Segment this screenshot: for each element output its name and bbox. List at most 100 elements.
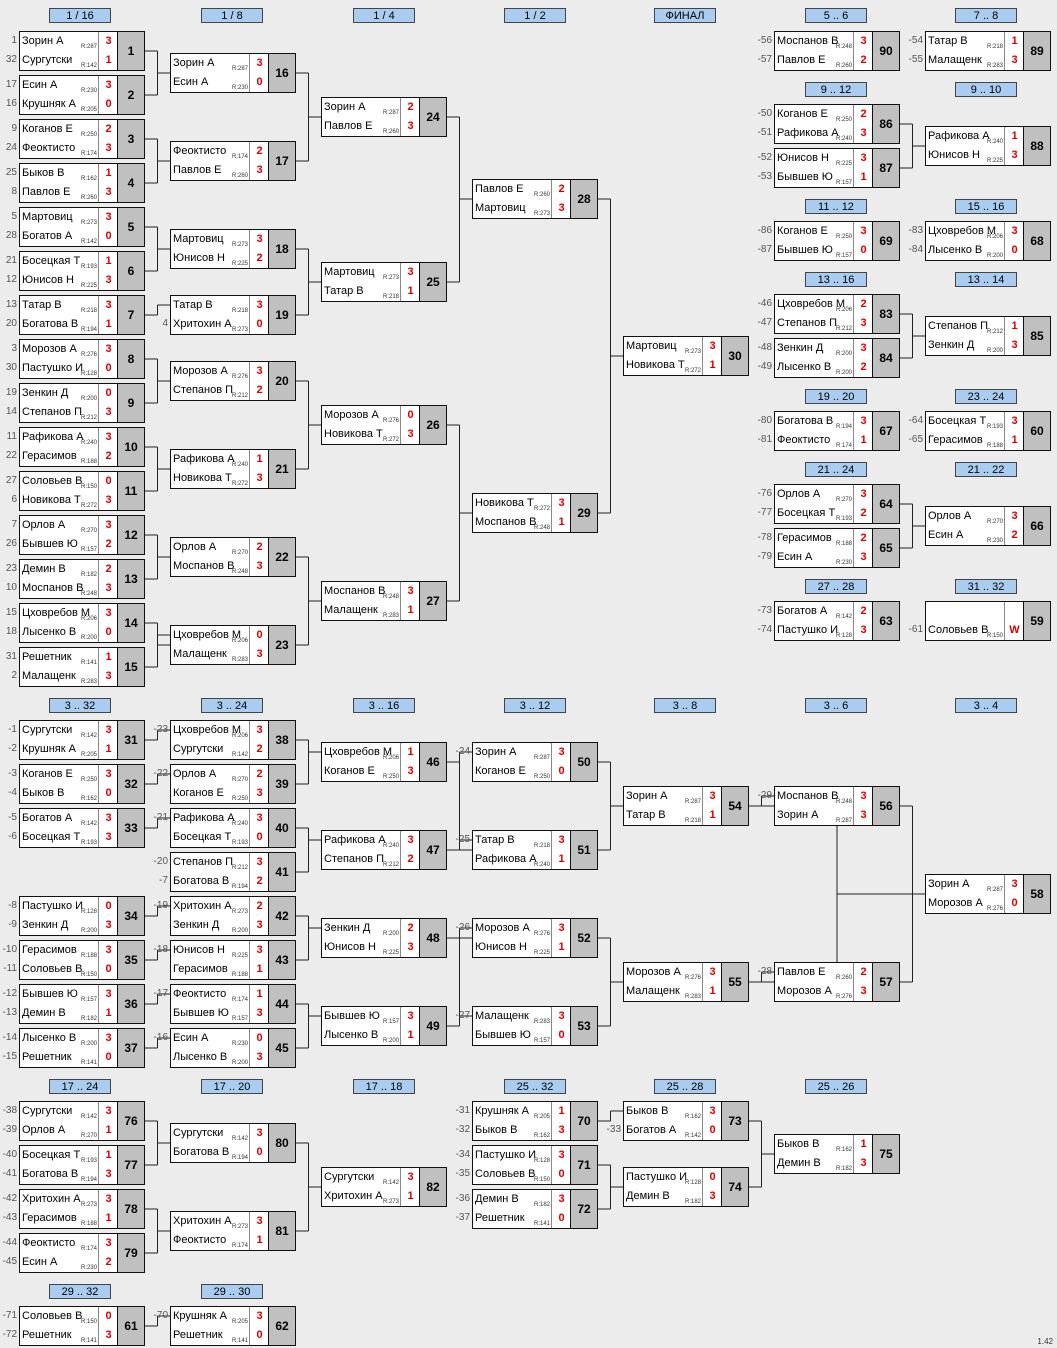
player-row[interactable]: Павлов ЕR:2602 (775, 51, 873, 70)
match-13[interactable]: Демин ВR:1822Моспанов ВR:248313 (19, 559, 145, 599)
player-row[interactable]: Бывшев ЮR:1571 (775, 168, 873, 187)
player-row[interactable]: Новикова ТR:2721 (624, 356, 722, 375)
player-row[interactable]: Богатов АR:1420 (20, 227, 118, 246)
match-70[interactable]: Крушняк АR:2051Быков ВR:162370 (472, 1101, 598, 1141)
match-42[interactable]: Хритохин АR:2732Зенкин ДR:200342 (170, 896, 296, 936)
player-row[interactable]: СургутскиR:1422 (171, 740, 269, 759)
match-4[interactable]: Быков ВR:1621Павлов ЕR:26034 (19, 163, 145, 203)
player-row[interactable]: Зорин АR:2873 (171, 54, 269, 74)
player-row[interactable]: Быков ВR:1623 (624, 1102, 722, 1122)
player-row[interactable]: Юнисов НR:2251 (473, 938, 571, 957)
player-row[interactable]: Лысенко ВR:2003 (20, 1029, 118, 1049)
player-row[interactable]: Моспанов ВR:2481 (473, 513, 571, 532)
match-38[interactable]: Цховребов МR:2063СургутскиR:142238 (170, 720, 296, 760)
player-row[interactable]: Богатова ВR:1943 (20, 1165, 118, 1184)
match-15[interactable]: РешетникR:1411МалащенкR:283315 (19, 647, 145, 687)
match-63[interactable]: Богатов АR:1422Пастушко ИR:128363 (774, 601, 900, 641)
match-68[interactable]: Цховребов МR:2063Лысенко ВR:200068 (925, 221, 1051, 261)
match-75[interactable]: Быков ВR:1621Демин ВR:182375 (774, 1134, 900, 1174)
player-row[interactable]: Демин ВR:1823 (775, 1154, 873, 1173)
match-77[interactable]: Босецкая ТR:1931Богатова ВR:194377 (19, 1145, 145, 1185)
match-17[interactable]: ФеоктистоR:1742Павлов ЕR:260317 (170, 141, 296, 181)
player-row[interactable]: Зенкин ДR:2003 (775, 339, 873, 359)
player-row[interactable]: МалащенкR:2833 (926, 51, 1024, 70)
player-row[interactable]: Коганов ЕR:2503 (171, 784, 269, 803)
player-row[interactable]: Лысенко ВR:2001 (322, 1026, 420, 1045)
player-row[interactable]: Босецкая ТR:1932 (775, 504, 873, 523)
match-80[interactable]: СургутскиR:1423Богатова ВR:194080 (170, 1123, 296, 1163)
player-row[interactable]: Соловьев ВR:1500 (20, 1307, 118, 1327)
player-row[interactable]: Коганов ЕR:2502 (20, 120, 118, 140)
player-row[interactable]: Юнисов НR:2253 (926, 146, 1024, 165)
player-row[interactable]: Павлов ЕR:2603 (20, 183, 118, 202)
player-row[interactable]: ГерасимовR:1881 (926, 431, 1024, 450)
player-row[interactable]: Моспанов ВR:2483 (322, 582, 420, 602)
match-61[interactable]: Соловьев ВR:1500РешетникR:141361 (19, 1306, 145, 1346)
player-row[interactable]: Пастушко ИR:1280 (20, 359, 118, 378)
match-12[interactable]: Орлов АR:2703Бывшев ЮR:157212 (19, 515, 145, 555)
player-row[interactable]: МартовицR:2733 (171, 230, 269, 250)
player-row[interactable]: СургутскиR:1423 (171, 1124, 269, 1144)
player-row[interactable]: Демин ВR:1822 (20, 560, 118, 580)
player-row[interactable]: Бывшев ЮR:1573 (171, 1004, 269, 1023)
match-27[interactable]: Моспанов ВR:2483МалащенкR:283127 (321, 581, 447, 621)
player-row[interactable]: Новикова ТR:2723 (171, 469, 269, 488)
player-row[interactable]: Хритохин АR:2732 (171, 897, 269, 917)
player-row[interactable]: Соловьев ВR:150W (926, 621, 1024, 640)
match-14[interactable]: Цховребов МR:2063Лысенко ВR:200014 (19, 603, 145, 643)
player-row[interactable]: Татар ВR:2183 (20, 296, 118, 316)
player-row[interactable]: Хритохин АR:2733 (171, 1212, 269, 1232)
player-row[interactable]: Морозов АR:2760 (926, 894, 1024, 913)
player-row[interactable]: Степанов ПR:2123 (775, 314, 873, 333)
player-row[interactable]: Есин АR:2300 (171, 73, 269, 92)
player-row[interactable]: Коганов ЕR:2503 (20, 765, 118, 785)
player-row[interactable]: ФеоктистоR:1742 (171, 142, 269, 162)
match-43[interactable]: Юнисов НR:2253ГерасимовR:188143 (170, 940, 296, 980)
match-51[interactable]: Татар ВR:2183Рафикова АR:240151 (472, 830, 598, 870)
player-row[interactable]: Татар ВR:2181 (322, 282, 420, 301)
player-row[interactable]: МалащенкR:2833 (171, 645, 269, 664)
player-row[interactable]: СургутскиR:1423 (20, 1102, 118, 1122)
player-row[interactable]: Коганов ЕR:2502 (775, 105, 873, 125)
player-row[interactable]: Лысенко ВR:2000 (20, 623, 118, 642)
match-2[interactable]: Есин АR:2303Крушняк АR:20502 (19, 75, 145, 115)
match-8[interactable]: Морозов АR:2763Пастушко ИR:12808 (19, 339, 145, 379)
player-row[interactable]: ФеоктистоR:1741 (171, 1231, 269, 1250)
player-row[interactable]: Татар ВR:2181 (926, 32, 1024, 52)
player-row[interactable]: Новикова ТR:2723 (473, 494, 571, 514)
player-row[interactable]: МартовицR:2733 (473, 199, 571, 218)
match-46[interactable]: Цховребов МR:2061Коганов ЕR:250346 (321, 742, 447, 782)
player-row[interactable]: Павлов ЕR:2602 (775, 963, 873, 983)
player-row[interactable]: Цховребов МR:2061 (322, 743, 420, 763)
player-row[interactable]: Зорин АR:2873 (775, 806, 873, 825)
player-row[interactable]: Орлов АR:2701 (20, 1121, 118, 1140)
match-7[interactable]: Татар ВR:2183Богатова ВR:19417 (19, 295, 145, 335)
player-row[interactable]: Юнисов НR:2253 (322, 938, 420, 957)
player-row[interactable]: Моспанов ВR:2483 (775, 787, 873, 807)
match-36[interactable]: Бывшев ЮR:1573Демин ВR:182136 (19, 984, 145, 1024)
player-row[interactable]: Босецкая ТR:1930 (171, 828, 269, 847)
match-89[interactable]: Татар ВR:2181МалащенкR:283389 (925, 31, 1051, 71)
match-67[interactable]: Богатова ВR:1943ФеоктистоR:174167 (774, 411, 900, 451)
player-row[interactable]: Бывшев ЮR:1570 (473, 1026, 571, 1045)
player-row[interactable]: Богатов АR:1420 (624, 1121, 722, 1140)
player-row[interactable]: ГерасимовR:1883 (20, 941, 118, 961)
player-row[interactable]: Степанов ПR:2123 (20, 403, 118, 422)
player-row[interactable]: Орлов АR:2702 (171, 765, 269, 785)
player-row[interactable]: Быков ВR:1621 (775, 1135, 873, 1155)
player-row[interactable]: ФеоктистоR:1743 (20, 139, 118, 158)
match-19[interactable]: Татар ВR:2183Хритохин АR:273019 (170, 295, 296, 335)
player-row[interactable]: Цховребов МR:2063 (171, 721, 269, 741)
player-row[interactable]: Юнисов НR:2253 (775, 149, 873, 169)
player-row[interactable]: МартовицR:2733 (322, 263, 420, 283)
player-row[interactable]: Богатов АR:1423 (20, 809, 118, 829)
player-row[interactable]: ГерасимовR:1882 (20, 447, 118, 466)
match-62[interactable]: Крушняк АR:2053РешетникR:141062 (170, 1306, 296, 1346)
match-37[interactable]: Лысенко ВR:2003РешетникR:141037 (19, 1028, 145, 1068)
player-row[interactable]: Босецкая ТR:1931 (20, 1146, 118, 1166)
match-32[interactable]: Коганов ЕR:2503Быков ВR:162032 (19, 764, 145, 804)
match-34[interactable]: Пастушко ИR:1280Зенкин ДR:200334 (19, 896, 145, 936)
player-row[interactable]: Лысенко ВR:2000 (926, 241, 1024, 260)
player-row[interactable]: Демин ВR:1821 (20, 1004, 118, 1023)
player-row[interactable]: МалащенкR:2831 (322, 601, 420, 620)
